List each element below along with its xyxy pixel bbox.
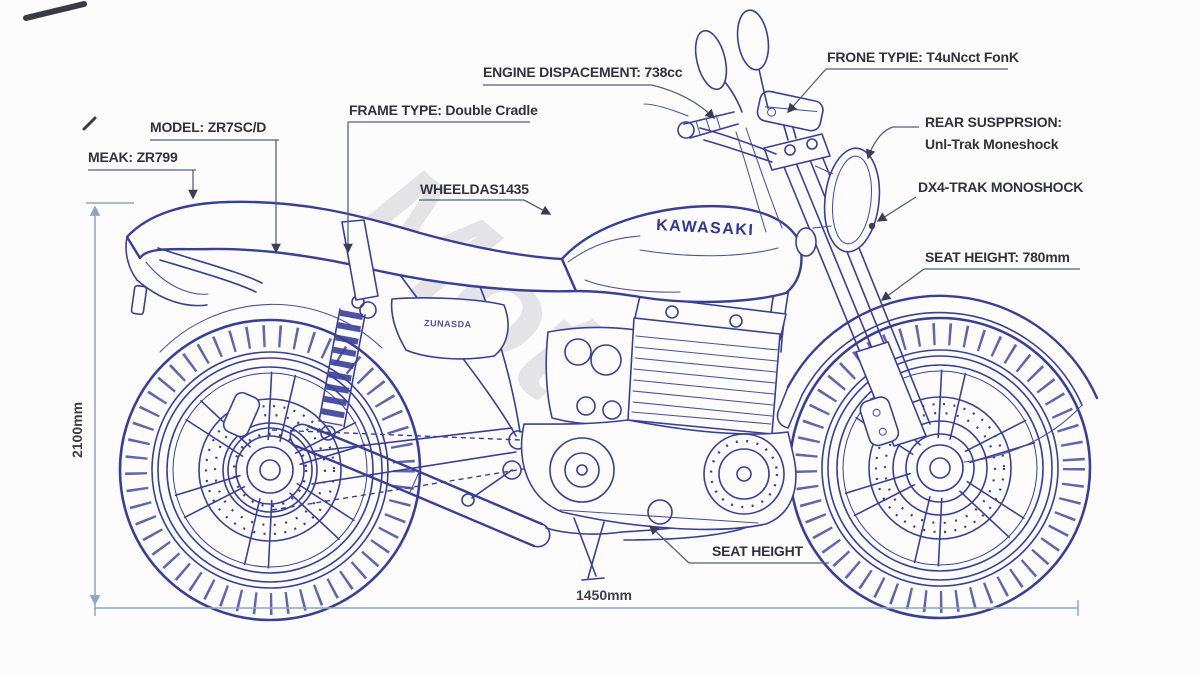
svg-text:WHEELDAS1435: WHEELDAS1435: [420, 181, 529, 197]
tank-logo: KAWASAKI: [656, 217, 755, 239]
front-caliper: [859, 396, 900, 447]
label-frame-type: FRAME TYPE: Double Cradle: [343, 102, 538, 254]
motorcycle-drawing: KAWASAKI ZUNASDA: [120, 9, 1099, 620]
svg-text:REAR SUSPPRSION:: REAR SUSPPRSION:: [925, 114, 1062, 130]
svg-text:Unl-Trak Moneshock: Unl-Trak Moneshock: [925, 136, 1059, 152]
callout-labels: MODEL: ZR7SC/D MEAK: ZR799 FRAME TYPE: D…: [88, 49, 1083, 564]
turn-signal: [795, 227, 817, 257]
side-panel: ZUNASDA: [390, 297, 509, 360]
dimension-length: 1450mm: [94, 587, 1079, 616]
label-make: MEAK: ZR799: [88, 149, 198, 200]
front-fender: [776, 294, 1099, 463]
dimension-height: 2100mm: [69, 202, 134, 606]
front-wheel: [790, 318, 1090, 618]
label-seat-height-right: SEAT HEIGHT: 780mm: [880, 249, 1080, 301]
handlebar: [643, 103, 777, 163]
svg-text:1450mm: 1450mm: [576, 587, 632, 603]
label-front-tyre: FRONE TYPIE: T4uNcct FonK: [787, 49, 1019, 114]
svg-text:DX4-TRAK MONOSHOCK: DX4-TRAK MONOSHOCK: [918, 179, 1083, 195]
svg-text:FRONE TYPIE: T4uNcct FonK: FRONE TYPIE: T4uNcct FonK: [827, 49, 1019, 65]
engine: [520, 295, 797, 531]
svg-text:MEAK: ZR799: MEAK: ZR799: [88, 149, 178, 165]
mirrors: [694, 9, 770, 113]
front-fork: [735, 109, 931, 447]
instrument-pod: [756, 90, 824, 132]
svg-text:MODEL: ZR7SC/D: MODEL: ZR7SC/D: [150, 119, 266, 135]
svg-text:2100mm: 2100mm: [69, 402, 85, 458]
side-badge: ZUNASDA: [424, 318, 472, 330]
center-stand: [461, 460, 605, 581]
rear-caliper: [222, 391, 261, 438]
label-monoshock: DX4-TRAK MONOSHOCK: [868, 179, 1083, 230]
corner-marks: [23, 1, 97, 131]
label-rear-suspension: REAR SUSPPRSION: Unl-Trak Moneshock: [865, 114, 1062, 160]
label-model: MODEL: ZR7SC/D: [150, 119, 281, 254]
fuel-tank: KAWASAKI: [560, 205, 803, 304]
rear-shock: [318, 295, 366, 441]
swingarm: [307, 427, 528, 485]
rear-wheel: [120, 320, 420, 620]
label-wheelbase: WHEELDAS1435: [419, 181, 552, 215]
headlight: [812, 147, 881, 253]
svg-text:SEAT HEIGHT: SEAT HEIGHT: [712, 543, 804, 559]
svg-text:ENGINE DISPACEMENT: 738cc: ENGINE DISPACEMENT: 738cc: [483, 64, 683, 80]
svg-text:SEAT HEIGHT: 780mm: SEAT HEIGHT: 780mm: [925, 249, 1070, 265]
svg-text:FRAME TYPE: Double Cradle: FRAME TYPE: Double Cradle: [349, 102, 538, 118]
label-seat-height-bottom: SEAT HEIGHT: [648, 524, 829, 564]
label-engine-displacement: ENGINE DISPACEMENT: 738cc: [483, 64, 716, 120]
